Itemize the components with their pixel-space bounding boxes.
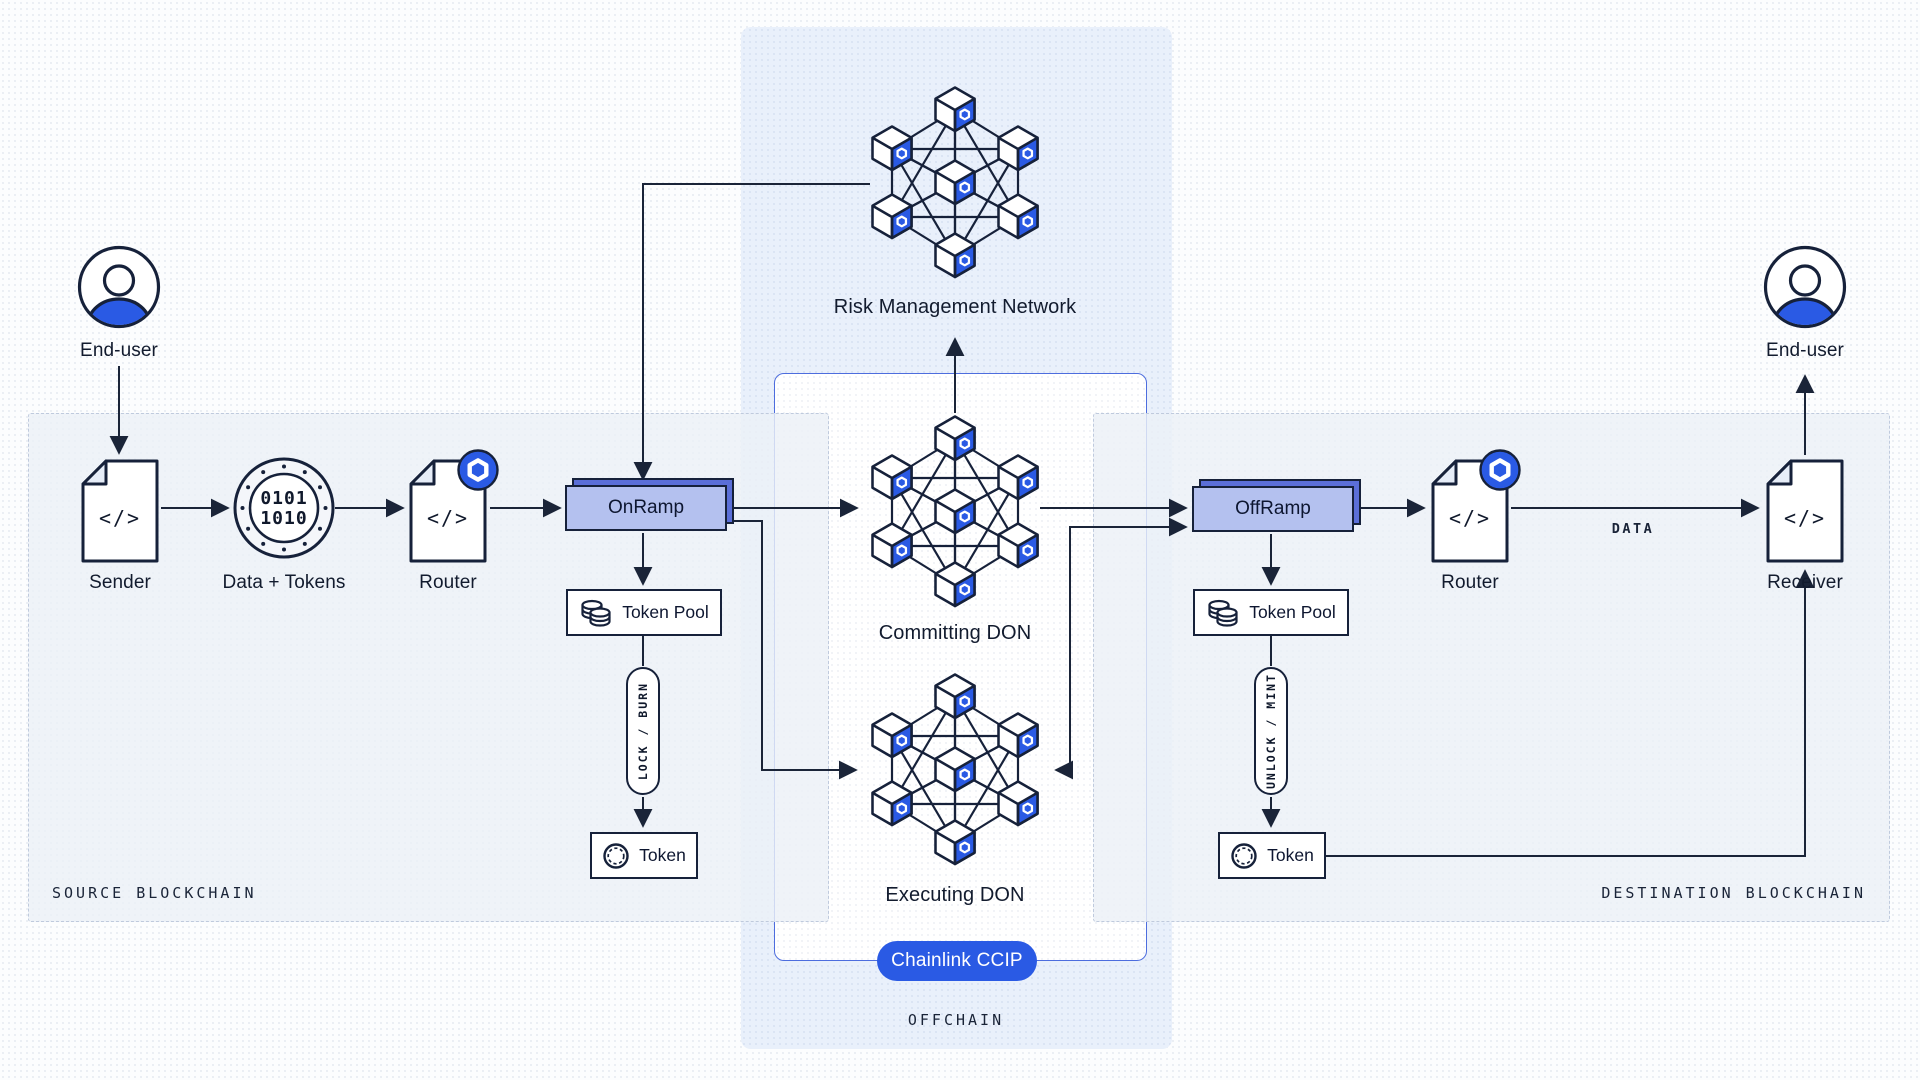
committing-don-icon	[871, 415, 1039, 608]
router-source-label: Router	[419, 572, 477, 593]
end-user-label: End-user	[80, 340, 158, 361]
sender-document-icon: </>	[81, 459, 159, 563]
unlock-mint-pill: UNLOCK / MINT	[1254, 667, 1288, 795]
token-pool-source-label: Token Pool	[622, 602, 709, 622]
chainlink-ccip-badge-label: Chainlink CCIP	[891, 950, 1023, 971]
data-tokens-icon: 0101 1010	[233, 457, 335, 559]
lock-burn-label: LOCK / BURN	[636, 681, 650, 781]
source-blockchain-caption: SOURCE BLOCKCHAIN	[52, 884, 257, 902]
data-edge-label: DATA	[1611, 521, 1655, 537]
executing-don-label: Executing DON	[885, 884, 1025, 906]
coins-icon	[1208, 599, 1238, 627]
token-dest-node[interactable]: Token	[1218, 832, 1326, 879]
offramp-label: OffRamp	[1192, 486, 1354, 532]
token-pool-source-node[interactable]: Token Pool	[566, 589, 722, 636]
chainlink-logo-icon	[1479, 449, 1521, 491]
onramp-label: OnRamp	[565, 485, 727, 531]
token-source-node[interactable]: Token	[590, 832, 698, 879]
chainlink-logo-icon	[457, 449, 499, 491]
risk-management-network-label: Risk Management Network	[833, 296, 1077, 318]
offchain-caption: OFFCHAIN	[907, 1011, 1005, 1029]
coin-icon	[1231, 842, 1257, 869]
committing-don-label: Committing DON	[878, 622, 1032, 644]
destination-blockchain-caption: DESTINATION BLOCKCHAIN	[1601, 884, 1866, 902]
data-tokens-label: Data + Tokens	[222, 572, 346, 593]
end-user-avatar	[77, 245, 161, 329]
token-source-label: Token	[639, 845, 686, 865]
code-glyph: </>	[427, 506, 469, 530]
risk-management-network-icon	[871, 86, 1039, 279]
onramp-node[interactable]: OnRamp	[565, 478, 734, 531]
binary-line-2: 1010	[260, 508, 307, 529]
sender-label: Sender	[89, 572, 151, 593]
coins-icon	[581, 599, 611, 627]
token-pool-dest-label: Token Pool	[1249, 602, 1336, 622]
end-user-avatar	[1763, 245, 1847, 329]
offramp-node[interactable]: OffRamp	[1192, 479, 1361, 532]
router-dest-label: Router	[1441, 572, 1499, 593]
receiver-document-icon: </>	[1766, 459, 1844, 563]
code-glyph: </>	[1449, 506, 1491, 530]
code-glyph: </>	[1784, 506, 1826, 530]
unlock-mint-label: UNLOCK / MINT	[1264, 672, 1278, 789]
end-user-dest-label: End-user	[1766, 340, 1844, 361]
receiver-label: Receiver	[1767, 572, 1843, 593]
coin-icon	[603, 842, 629, 869]
dotted-ring	[240, 464, 328, 552]
code-glyph: </>	[99, 506, 141, 530]
token-dest-label: Token	[1267, 845, 1314, 865]
token-pool-dest-node[interactable]: Token Pool	[1193, 589, 1349, 636]
chainlink-ccip-badge: Chainlink CCIP	[877, 941, 1037, 981]
lock-burn-pill: LOCK / BURN	[626, 667, 660, 795]
executing-don-icon	[871, 673, 1039, 866]
binary-line-1: 0101	[260, 488, 307, 509]
